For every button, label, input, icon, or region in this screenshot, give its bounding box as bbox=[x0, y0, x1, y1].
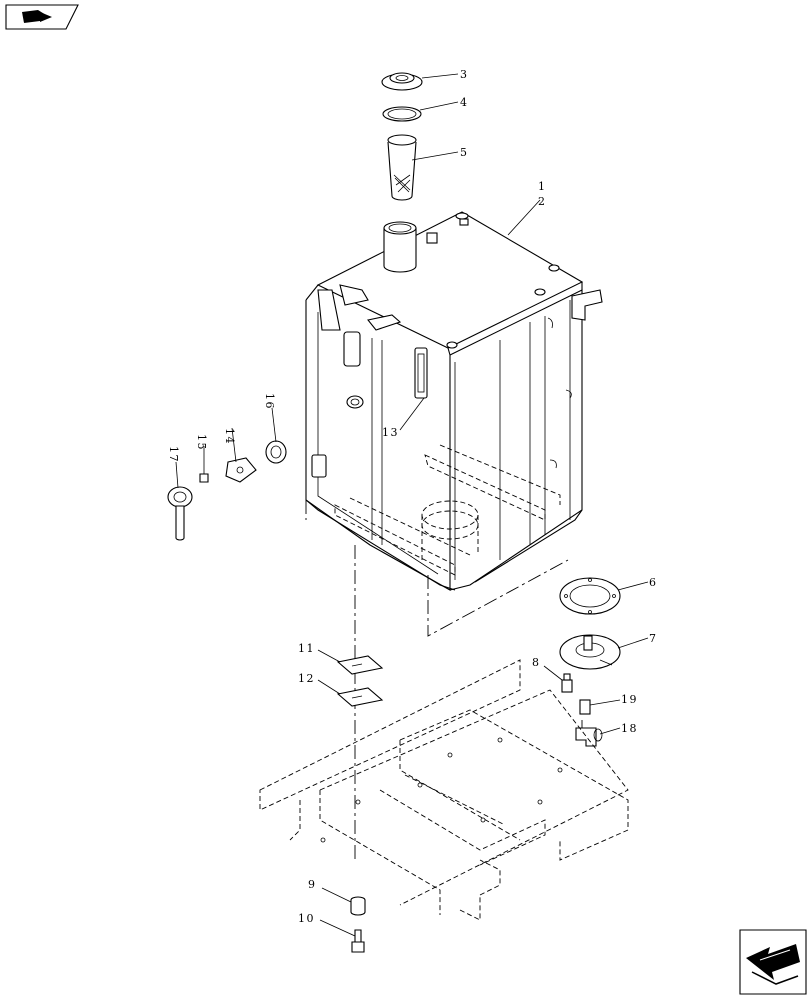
callout-3: 3 bbox=[460, 68, 469, 81]
bolt bbox=[351, 929, 365, 953]
nav-badge-frame bbox=[5, 4, 79, 30]
callout-14: 14 bbox=[223, 428, 236, 445]
callout-18: 18 bbox=[621, 722, 638, 735]
spacer bbox=[350, 896, 366, 916]
shim-plate-2 bbox=[336, 687, 384, 707]
machine-frame bbox=[259, 659, 629, 921]
flange-gasket bbox=[559, 577, 621, 615]
callout-10: 10 bbox=[298, 912, 315, 925]
next-page-arrow-icon bbox=[746, 944, 800, 985]
strainer bbox=[387, 134, 417, 201]
filler-neck bbox=[383, 221, 417, 273]
callout-2: 2 bbox=[538, 195, 547, 208]
callout-11: 11 bbox=[298, 642, 315, 655]
shim-plate-1 bbox=[336, 655, 384, 675]
callout-5: 5 bbox=[460, 146, 469, 159]
callout-8: 8 bbox=[532, 656, 541, 669]
hydraulic-tank bbox=[305, 211, 603, 591]
adapter-fitting bbox=[579, 699, 591, 715]
callout-9: 9 bbox=[308, 878, 317, 891]
callout-7: 7 bbox=[649, 632, 658, 645]
tank-left-face bbox=[305, 300, 451, 591]
callout-6: 6 bbox=[649, 576, 658, 589]
callout-13: 13 bbox=[382, 426, 399, 439]
callout-4: 4 bbox=[460, 96, 469, 109]
prev-page-button[interactable] bbox=[5, 4, 79, 30]
callout-labels: 1 2 3 4 5 6 7 8 9 10 11 12 13 14 15 16 1… bbox=[167, 68, 658, 925]
level-gauge-parts bbox=[167, 440, 287, 541]
callout-12: 12 bbox=[298, 672, 315, 685]
book-arrow-icon bbox=[19, 10, 52, 26]
next-page-button[interactable] bbox=[739, 929, 807, 995]
cap-gasket bbox=[382, 106, 422, 122]
plug-fitting bbox=[561, 673, 573, 693]
callout-19: 19 bbox=[621, 693, 638, 706]
center-line-tank-to-flange bbox=[427, 559, 569, 637]
elbow-fitting bbox=[575, 727, 603, 747]
cover-plate bbox=[559, 634, 621, 670]
callout-1: 1 bbox=[538, 180, 547, 193]
next-badge-frame bbox=[739, 929, 807, 995]
leader-lines bbox=[175, 73, 649, 937]
filler-cap bbox=[381, 72, 423, 91]
callout-16: 16 bbox=[263, 393, 276, 410]
callout-17: 17 bbox=[167, 446, 180, 463]
tank-top-plate bbox=[316, 211, 584, 349]
callout-15: 15 bbox=[195, 434, 208, 451]
